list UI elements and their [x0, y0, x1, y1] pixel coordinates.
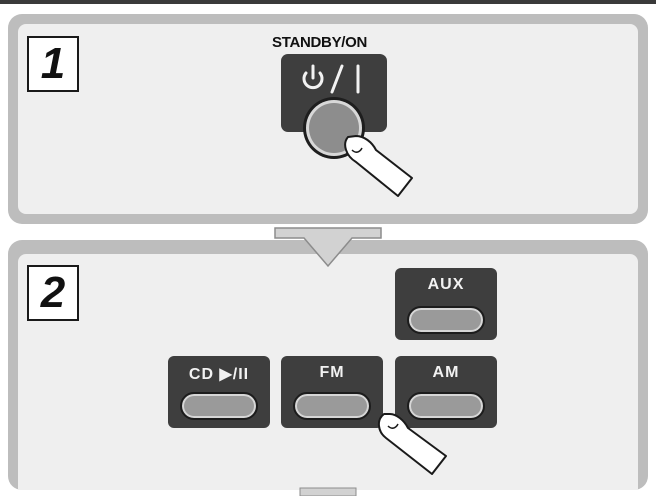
top-rule	[0, 0, 656, 4]
step-1-number: 1	[27, 36, 79, 92]
fm-button-label: FM	[319, 364, 345, 381]
power-icon	[302, 64, 360, 94]
cd-play-pause-button[interactable]: CD ▶/II	[168, 356, 270, 428]
am-button-label: AM	[432, 364, 460, 381]
aux-button[interactable]: AUX	[395, 268, 497, 340]
standby-on-label: STANDBY/ON	[272, 34, 368, 51]
step-2-panel	[8, 240, 648, 490]
cd-button-face[interactable]	[180, 392, 258, 420]
am-button-face[interactable]	[407, 392, 485, 420]
aux-button-face[interactable]	[407, 306, 485, 334]
fm-button-face[interactable]	[293, 392, 371, 420]
step-2-number: 2	[27, 265, 79, 321]
am-button[interactable]: AM	[395, 356, 497, 428]
fm-button[interactable]: FM	[281, 356, 383, 428]
cd-button-label: CD ▶/II	[188, 366, 250, 383]
aux-button-label: AUX	[427, 276, 465, 293]
